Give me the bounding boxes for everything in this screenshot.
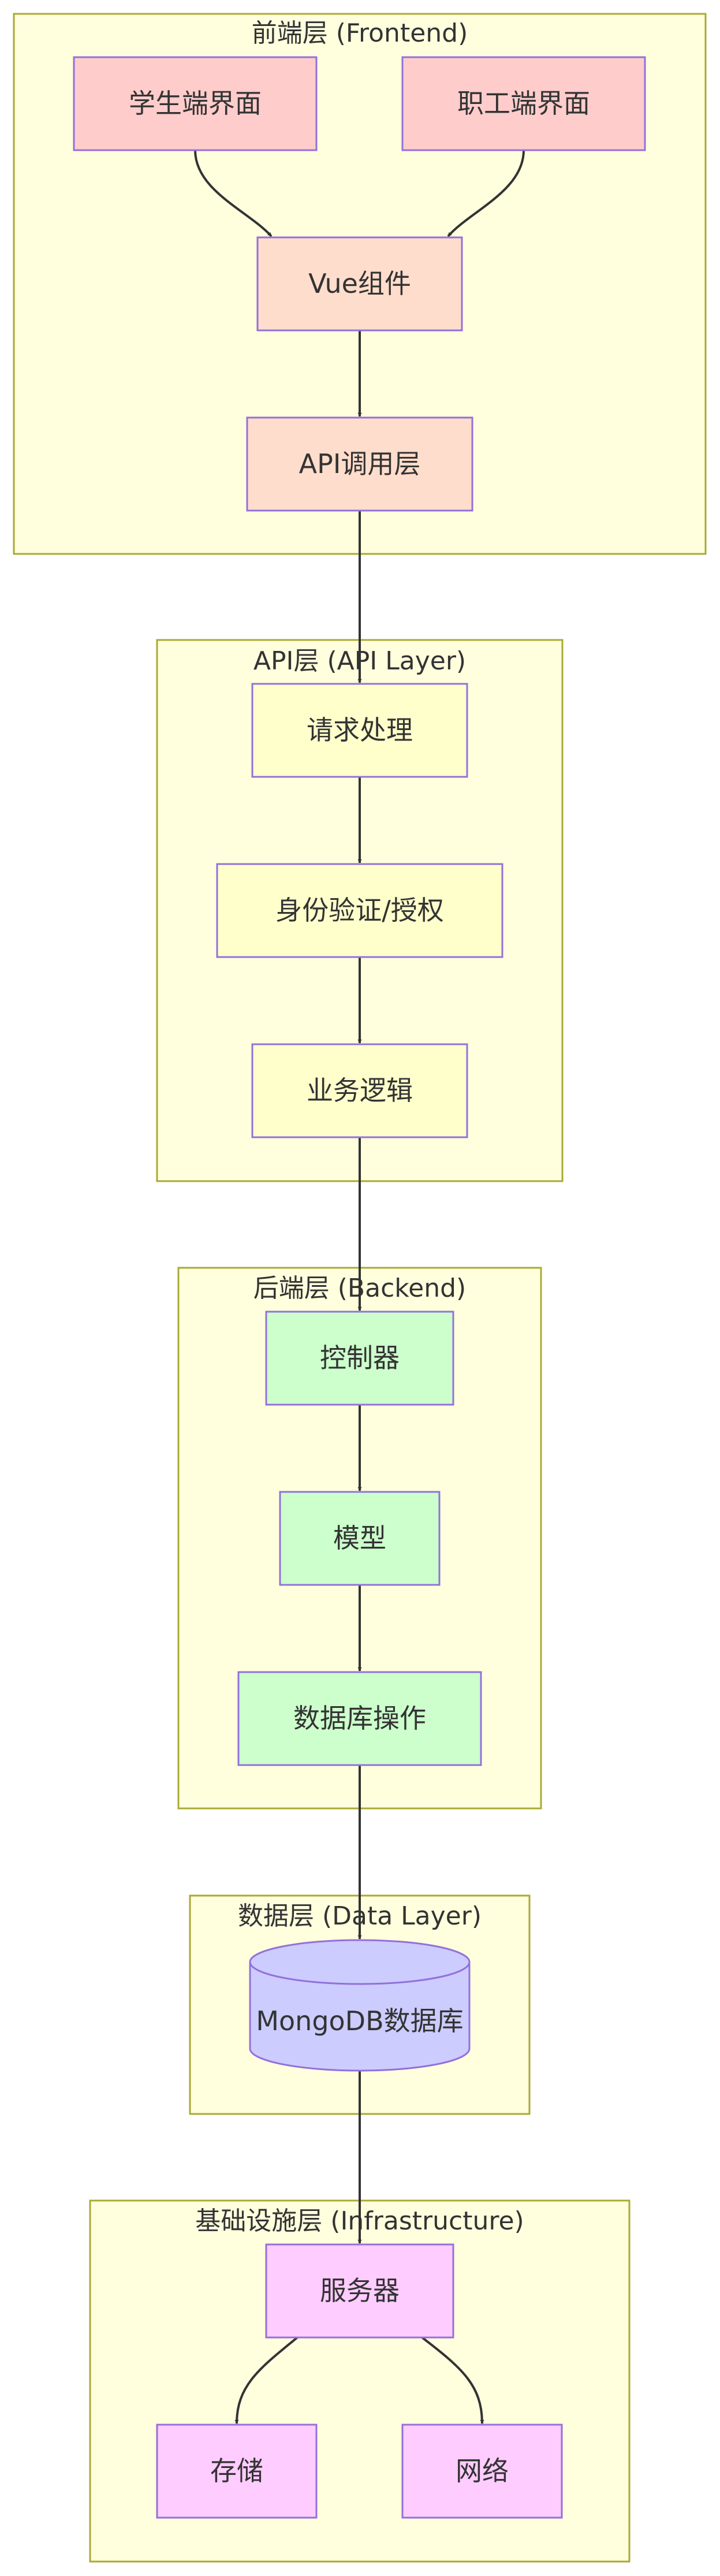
node-staff-ui-box[interactable] xyxy=(401,56,646,151)
node-server-label: 服务器 xyxy=(320,2275,400,2306)
node-vue-box[interactable] xyxy=(256,236,463,332)
node-staff-ui-label: 职工端界面 xyxy=(457,88,590,119)
node-logic-label: 业务逻辑 xyxy=(307,1075,413,1106)
node-storage[interactable]: 存储 xyxy=(156,2424,318,2519)
node-network[interactable]: 网络 xyxy=(401,2424,563,2519)
cluster-frontend-title: 前端层 (Frontend) xyxy=(252,18,468,48)
node-vue[interactable]: Vue组件 xyxy=(256,236,463,332)
node-mongodb-cylinder[interactable] xyxy=(249,1939,471,2072)
node-server[interactable]: 服务器 xyxy=(265,2243,454,2339)
node-request-label: 请求处理 xyxy=(307,714,413,746)
node-dbops[interactable]: 数据库操作 xyxy=(237,1671,482,1766)
node-network-label: 网络 xyxy=(456,2455,509,2486)
node-student-ui-label: 学生端界面 xyxy=(129,88,262,119)
node-api-call-box[interactable] xyxy=(246,416,473,512)
node-request[interactable]: 请求处理 xyxy=(251,683,468,778)
node-mongodb[interactable]: MongoDB数据库 xyxy=(249,1939,471,2072)
node-api-call-label: API调用层 xyxy=(299,448,421,479)
node-student-ui[interactable]: 学生端界面 xyxy=(73,56,318,151)
node-logic-box[interactable] xyxy=(251,1043,468,1138)
node-storage-box[interactable] xyxy=(156,2424,318,2519)
edges-layer xyxy=(194,150,525,2424)
node-staff-ui[interactable]: 职工端界面 xyxy=(401,56,646,151)
node-vue-label: Vue组件 xyxy=(308,268,411,299)
node-auth-box[interactable] xyxy=(216,863,503,958)
node-network-box[interactable] xyxy=(401,2424,563,2519)
edge-server-to-network xyxy=(421,2336,484,2424)
node-controller[interactable]: 控制器 xyxy=(265,1311,454,1406)
node-model[interactable]: 模型 xyxy=(279,1491,441,1586)
node-storage-label: 存储 xyxy=(210,2455,263,2486)
edge-student-ui-to-vue xyxy=(194,150,273,237)
node-model-label: 模型 xyxy=(333,1522,386,1554)
node-logic[interactable]: 业务逻辑 xyxy=(251,1043,468,1138)
node-mongodb-label: MongoDB数据库 xyxy=(256,2005,463,2037)
node-controller-box[interactable] xyxy=(265,1311,454,1406)
node-mongodb-rim xyxy=(249,1961,471,1985)
node-controller-label: 控制器 xyxy=(320,1342,400,1373)
node-dbops-label: 数据库操作 xyxy=(293,1703,426,1734)
node-server-box[interactable] xyxy=(265,2243,454,2339)
node-auth[interactable]: 身份验证/授权 xyxy=(216,863,503,958)
edge-staff-ui-to-vue xyxy=(447,150,525,237)
node-dbops-box[interactable] xyxy=(237,1671,482,1766)
edge-server-to-storage xyxy=(234,2336,299,2424)
node-model-box[interactable] xyxy=(279,1491,441,1586)
node-request-box[interactable] xyxy=(251,683,468,778)
node-api-call[interactable]: API调用层 xyxy=(246,416,473,512)
node-student-ui-box[interactable] xyxy=(73,56,318,151)
node-auth-label: 身份验证/授权 xyxy=(275,895,444,926)
